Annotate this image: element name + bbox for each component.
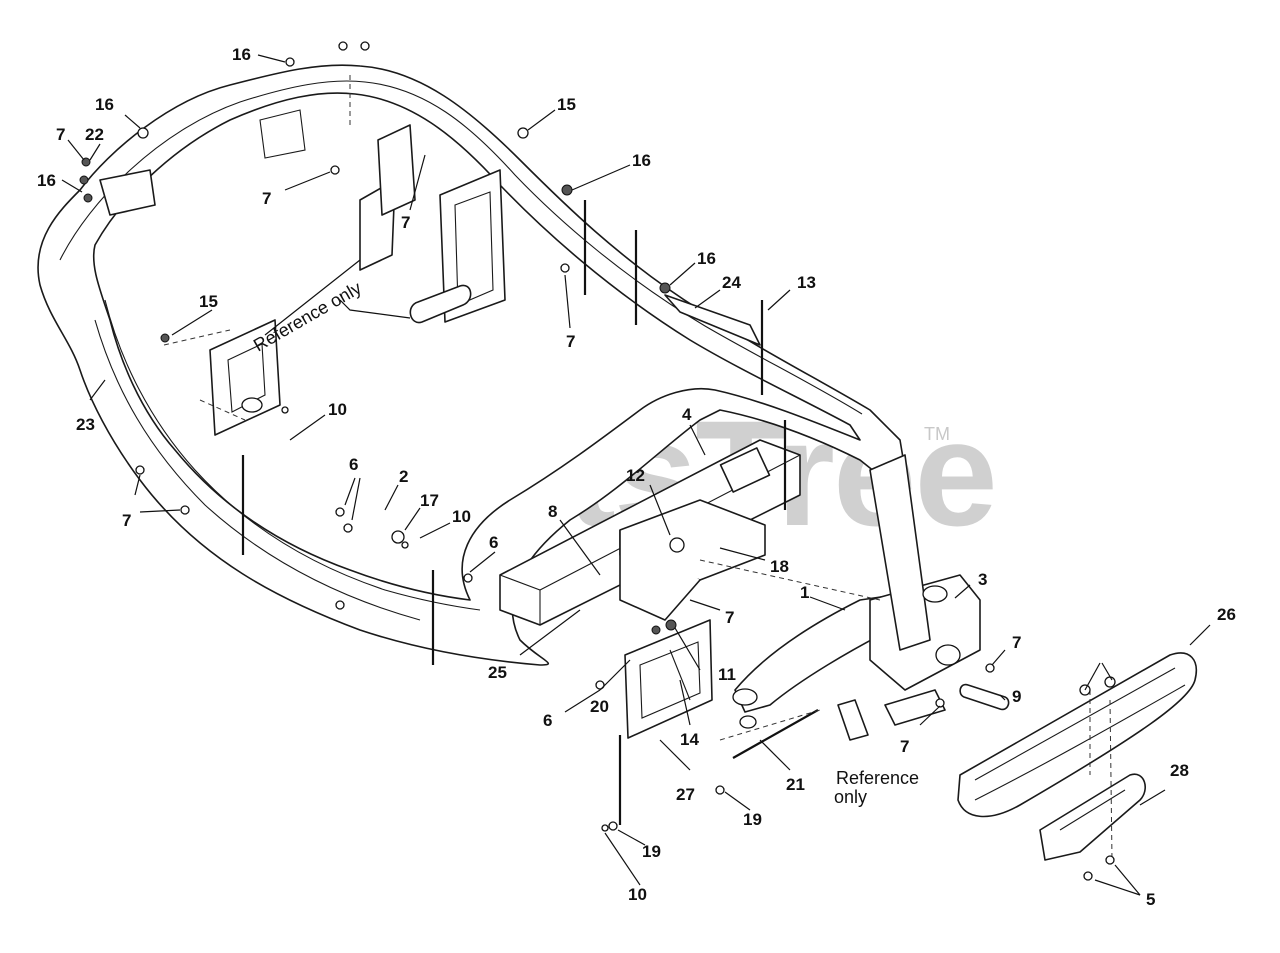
callout-16: 16: [37, 171, 56, 190]
callout-3: 3: [978, 570, 987, 589]
callout-15: 15: [199, 292, 218, 311]
callout-2: 2: [399, 467, 408, 486]
callout-5: 5: [1146, 890, 1155, 909]
callout-20: 20: [590, 697, 609, 716]
leader-lines: [61, 54, 1211, 896]
callout-23: 23: [76, 415, 95, 434]
callout-19: 19: [743, 810, 762, 829]
rod-21: [732, 709, 819, 759]
callout-4: 4: [682, 405, 692, 424]
callout-15: 15: [557, 95, 576, 114]
frame-main: [37, 64, 906, 666]
callout-10: 10: [628, 885, 647, 904]
callout-7: 7: [725, 608, 734, 627]
callout-7: 7: [122, 511, 131, 530]
callout-24: 24: [722, 273, 741, 292]
callout-6: 6: [543, 711, 552, 730]
front-plate-27: [624, 619, 713, 739]
callout-13: 13: [797, 273, 816, 292]
hardware: [79, 41, 1116, 881]
rear-bracket-22: [99, 109, 306, 216]
callout-6: 6: [489, 533, 498, 552]
skirt-28: [1039, 773, 1146, 861]
callout-17: 17: [420, 491, 439, 510]
rear-plate: [439, 169, 506, 323]
callout-16: 16: [697, 249, 716, 268]
callout-12: 12: [626, 466, 645, 485]
callout-27: 27: [676, 785, 695, 804]
callout-19: 19: [642, 842, 661, 861]
front-support-3: [869, 454, 981, 726]
callout-9: 9: [1012, 687, 1021, 706]
callout-10: 10: [452, 507, 471, 526]
center-bracket: [359, 124, 416, 271]
watermark-trademark: TM: [924, 424, 950, 444]
callout-7: 7: [56, 125, 65, 144]
reference-only-label-2-line2: only: [834, 787, 867, 807]
reference-spring: [837, 699, 869, 741]
callout-7: 7: [1012, 633, 1021, 652]
assembly-lines: [163, 75, 1113, 861]
callout-25: 25: [488, 663, 507, 682]
callout-26: 26: [1217, 605, 1236, 624]
callout-11: 11: [718, 665, 736, 684]
bumper-26: [957, 652, 1197, 818]
callout-18: 18: [770, 557, 789, 576]
callout-7: 7: [566, 332, 575, 351]
callout-28: 28: [1170, 761, 1189, 780]
reference-only-label-2-line1: Reference: [836, 768, 919, 788]
callout-7: 7: [900, 737, 909, 756]
callout-22: 22: [85, 125, 104, 144]
reference-cylinder: [409, 284, 472, 324]
callout-14: 14: [680, 730, 699, 749]
left-bracket: [209, 319, 281, 436]
bracket-12-18: [619, 499, 766, 621]
callout-16: 16: [95, 95, 114, 114]
callout-10: 10: [328, 400, 347, 419]
callout-16: 16: [232, 45, 251, 64]
callout-16: 16: [632, 151, 651, 170]
long-rods: [241, 200, 787, 825]
callout-1: 1: [800, 583, 809, 602]
pin-9: [959, 683, 1010, 711]
callout-21: 21: [786, 775, 805, 794]
side-strip-24: [664, 294, 761, 346]
callout-8: 8: [548, 502, 557, 521]
callout-7: 7: [262, 189, 271, 208]
callout-6: 6: [349, 455, 358, 474]
callout-7: 7: [401, 213, 410, 232]
